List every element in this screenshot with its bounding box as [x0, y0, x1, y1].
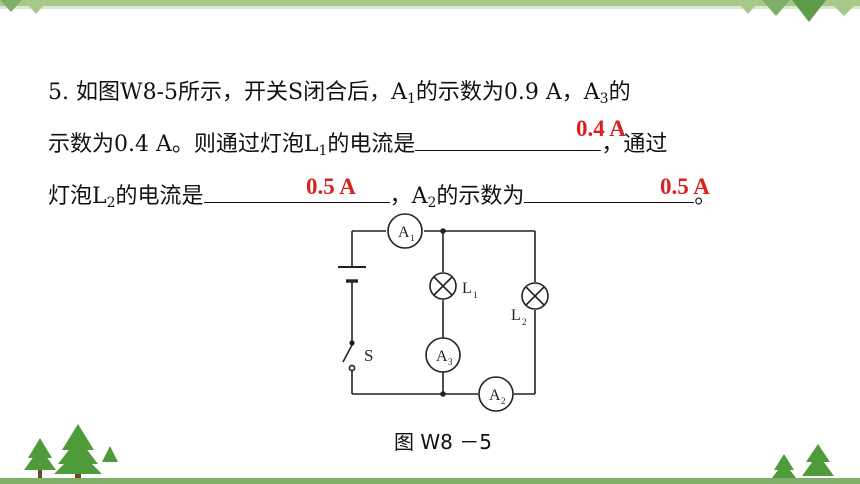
lamp-l1-label: L [462, 280, 472, 297]
question-text: ，通过 [601, 132, 668, 157]
ammeter-a1-sub: 1 [410, 233, 415, 243]
subscript: 1 [318, 143, 328, 159]
top-decor-band-light [0, 6, 860, 9]
ammeter-a2-sub: 2 [501, 396, 506, 406]
lamp-l1-icon [429, 272, 457, 300]
junction-dot [440, 391, 446, 397]
subscript: 3 [599, 91, 609, 107]
ammeter-a2-label: A [489, 387, 501, 404]
ammeter-a3-sub: 3 [448, 357, 453, 367]
ammeter-a2-icon: A 2 [478, 376, 514, 412]
question-text: 的示数为0.9 A，A [415, 80, 600, 105]
question-text: 的示数为 [436, 184, 525, 209]
top-left-triangle-decor [0, 0, 860, 22]
question-text: 5. 如图W8-5所示，开关S闭合后，A [48, 80, 407, 105]
junction-dot [440, 228, 446, 234]
question-text: 的电流是 [327, 132, 416, 157]
answer-blank-2 [203, 184, 390, 203]
bottom-decor-band [0, 478, 860, 484]
ammeter-a3-icon: A 3 [425, 337, 461, 373]
figure-caption: 图 W8 －5 [394, 430, 492, 454]
ammeter-a3-label: A [436, 348, 448, 365]
lamp-l2-icon [521, 282, 549, 310]
answer-blank-1 [415, 132, 602, 151]
top-decor-band [0, 0, 860, 6]
question-line-1: 5. 如图W8-5所示，开关S闭合后，A1的示数为0.9 A，A3的 [48, 74, 631, 107]
answer-3: 0.5 A [660, 174, 710, 199]
question-text: 的 [608, 80, 631, 105]
switch-label: S [364, 346, 373, 365]
question-text: 灯泡L [48, 184, 107, 209]
question-text: 示数为0.4 A。则通过灯泡L [48, 132, 319, 157]
lamp-l1-sub: 1 [473, 290, 478, 300]
switch-icon [342, 340, 356, 372]
question-line-3: 灯泡L2的电流是，A2的示数为。 [48, 178, 716, 211]
tree-decor-right [772, 444, 834, 478]
subscript: 2 [106, 195, 116, 211]
lamp-l2-label: L [511, 307, 521, 324]
lamp-l2-sub: 2 [522, 317, 527, 327]
question-text: 的电流是 [115, 184, 204, 209]
question-text: 。 [694, 184, 717, 209]
tree-decor-left [24, 424, 118, 480]
answer-blank-3 [524, 184, 695, 203]
question-line-2: 示数为0.4 A。则通过灯泡L1的电流是 ，通过 [48, 126, 667, 159]
ammeter-a1-label: A [398, 224, 410, 241]
question-text: ，A [389, 184, 428, 209]
battery-icon [338, 266, 366, 283]
answer-1: 0.4 A [576, 116, 626, 141]
subscript: 2 [427, 195, 437, 211]
subscript: 1 [406, 91, 416, 107]
answer-2: 0.5 A [306, 174, 356, 199]
ammeter-a1-icon: A 1 [387, 213, 423, 249]
